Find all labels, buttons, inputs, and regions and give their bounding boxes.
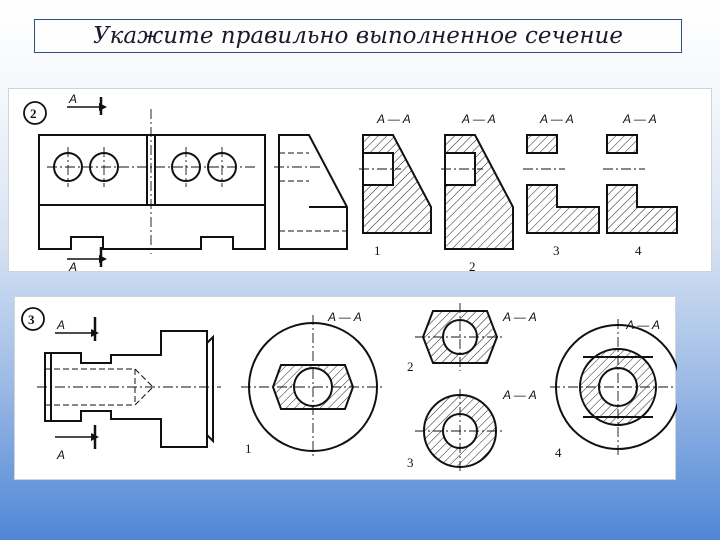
svg-text:1: 1 xyxy=(245,441,252,456)
svg-text:A — A: A — A xyxy=(376,112,411,126)
svg-text:A: A xyxy=(56,448,65,462)
slide-title: Укажите правильно выполненное сечение xyxy=(93,23,623,49)
cutting-plane-top: A xyxy=(67,92,107,115)
svg-text:A: A xyxy=(68,260,77,273)
svg-text:A — A: A — A xyxy=(502,388,537,402)
svg-text:A — A: A — A xyxy=(327,310,362,324)
svg-text:3: 3 xyxy=(28,312,35,327)
task-2-panel: 2 A A xyxy=(8,88,712,273)
section-option-4: A — A 4 xyxy=(550,318,677,460)
svg-text:A — A: A — A xyxy=(622,112,657,126)
svg-text:3: 3 xyxy=(407,455,414,470)
svg-text:4: 4 xyxy=(635,243,642,258)
svg-text:3: 3 xyxy=(553,243,560,258)
task-3-panel: 3 A A A — A 1 xyxy=(14,296,677,480)
shaft-main-view xyxy=(37,330,221,448)
svg-text:A — A: A — A xyxy=(502,310,537,324)
section-option-1: A — A 1 xyxy=(241,310,385,459)
svg-text:A: A xyxy=(56,318,65,332)
section-option-3: A — A 3 xyxy=(407,388,537,473)
svg-text:A — A: A — A xyxy=(625,318,660,332)
section-option-2: A — A 2 xyxy=(441,112,514,273)
task-2-number-badge: 2 xyxy=(23,101,47,125)
svg-text:2: 2 xyxy=(407,359,414,374)
cutting-plane-bottom: A xyxy=(55,425,99,462)
title-box: Укажите правильно выполненное сечение xyxy=(34,19,682,53)
section-option-3: A — A 3 xyxy=(523,112,600,258)
task-2-drawing: 2 A A xyxy=(23,92,678,273)
front-view xyxy=(38,109,266,254)
task-3-drawing: 3 A A A — A 1 xyxy=(21,303,677,473)
svg-text:A — A: A — A xyxy=(539,112,574,126)
section-option-1: A — A 1 xyxy=(359,112,432,258)
svg-text:A: A xyxy=(68,92,77,106)
section-option-2: A — A 2 xyxy=(407,303,537,374)
cutting-plane-top: A xyxy=(55,317,99,341)
svg-text:2: 2 xyxy=(469,259,476,273)
cutting-plane-bottom: A xyxy=(67,247,107,273)
section-option-4: A — A 4 xyxy=(603,112,678,258)
svg-text:4: 4 xyxy=(555,445,562,460)
side-view xyxy=(274,134,348,250)
svg-text:A — A: A — A xyxy=(461,112,496,126)
svg-text:1: 1 xyxy=(374,243,381,258)
task-3-number-badge: 3 xyxy=(21,307,45,331)
svg-text:2: 2 xyxy=(30,106,37,121)
